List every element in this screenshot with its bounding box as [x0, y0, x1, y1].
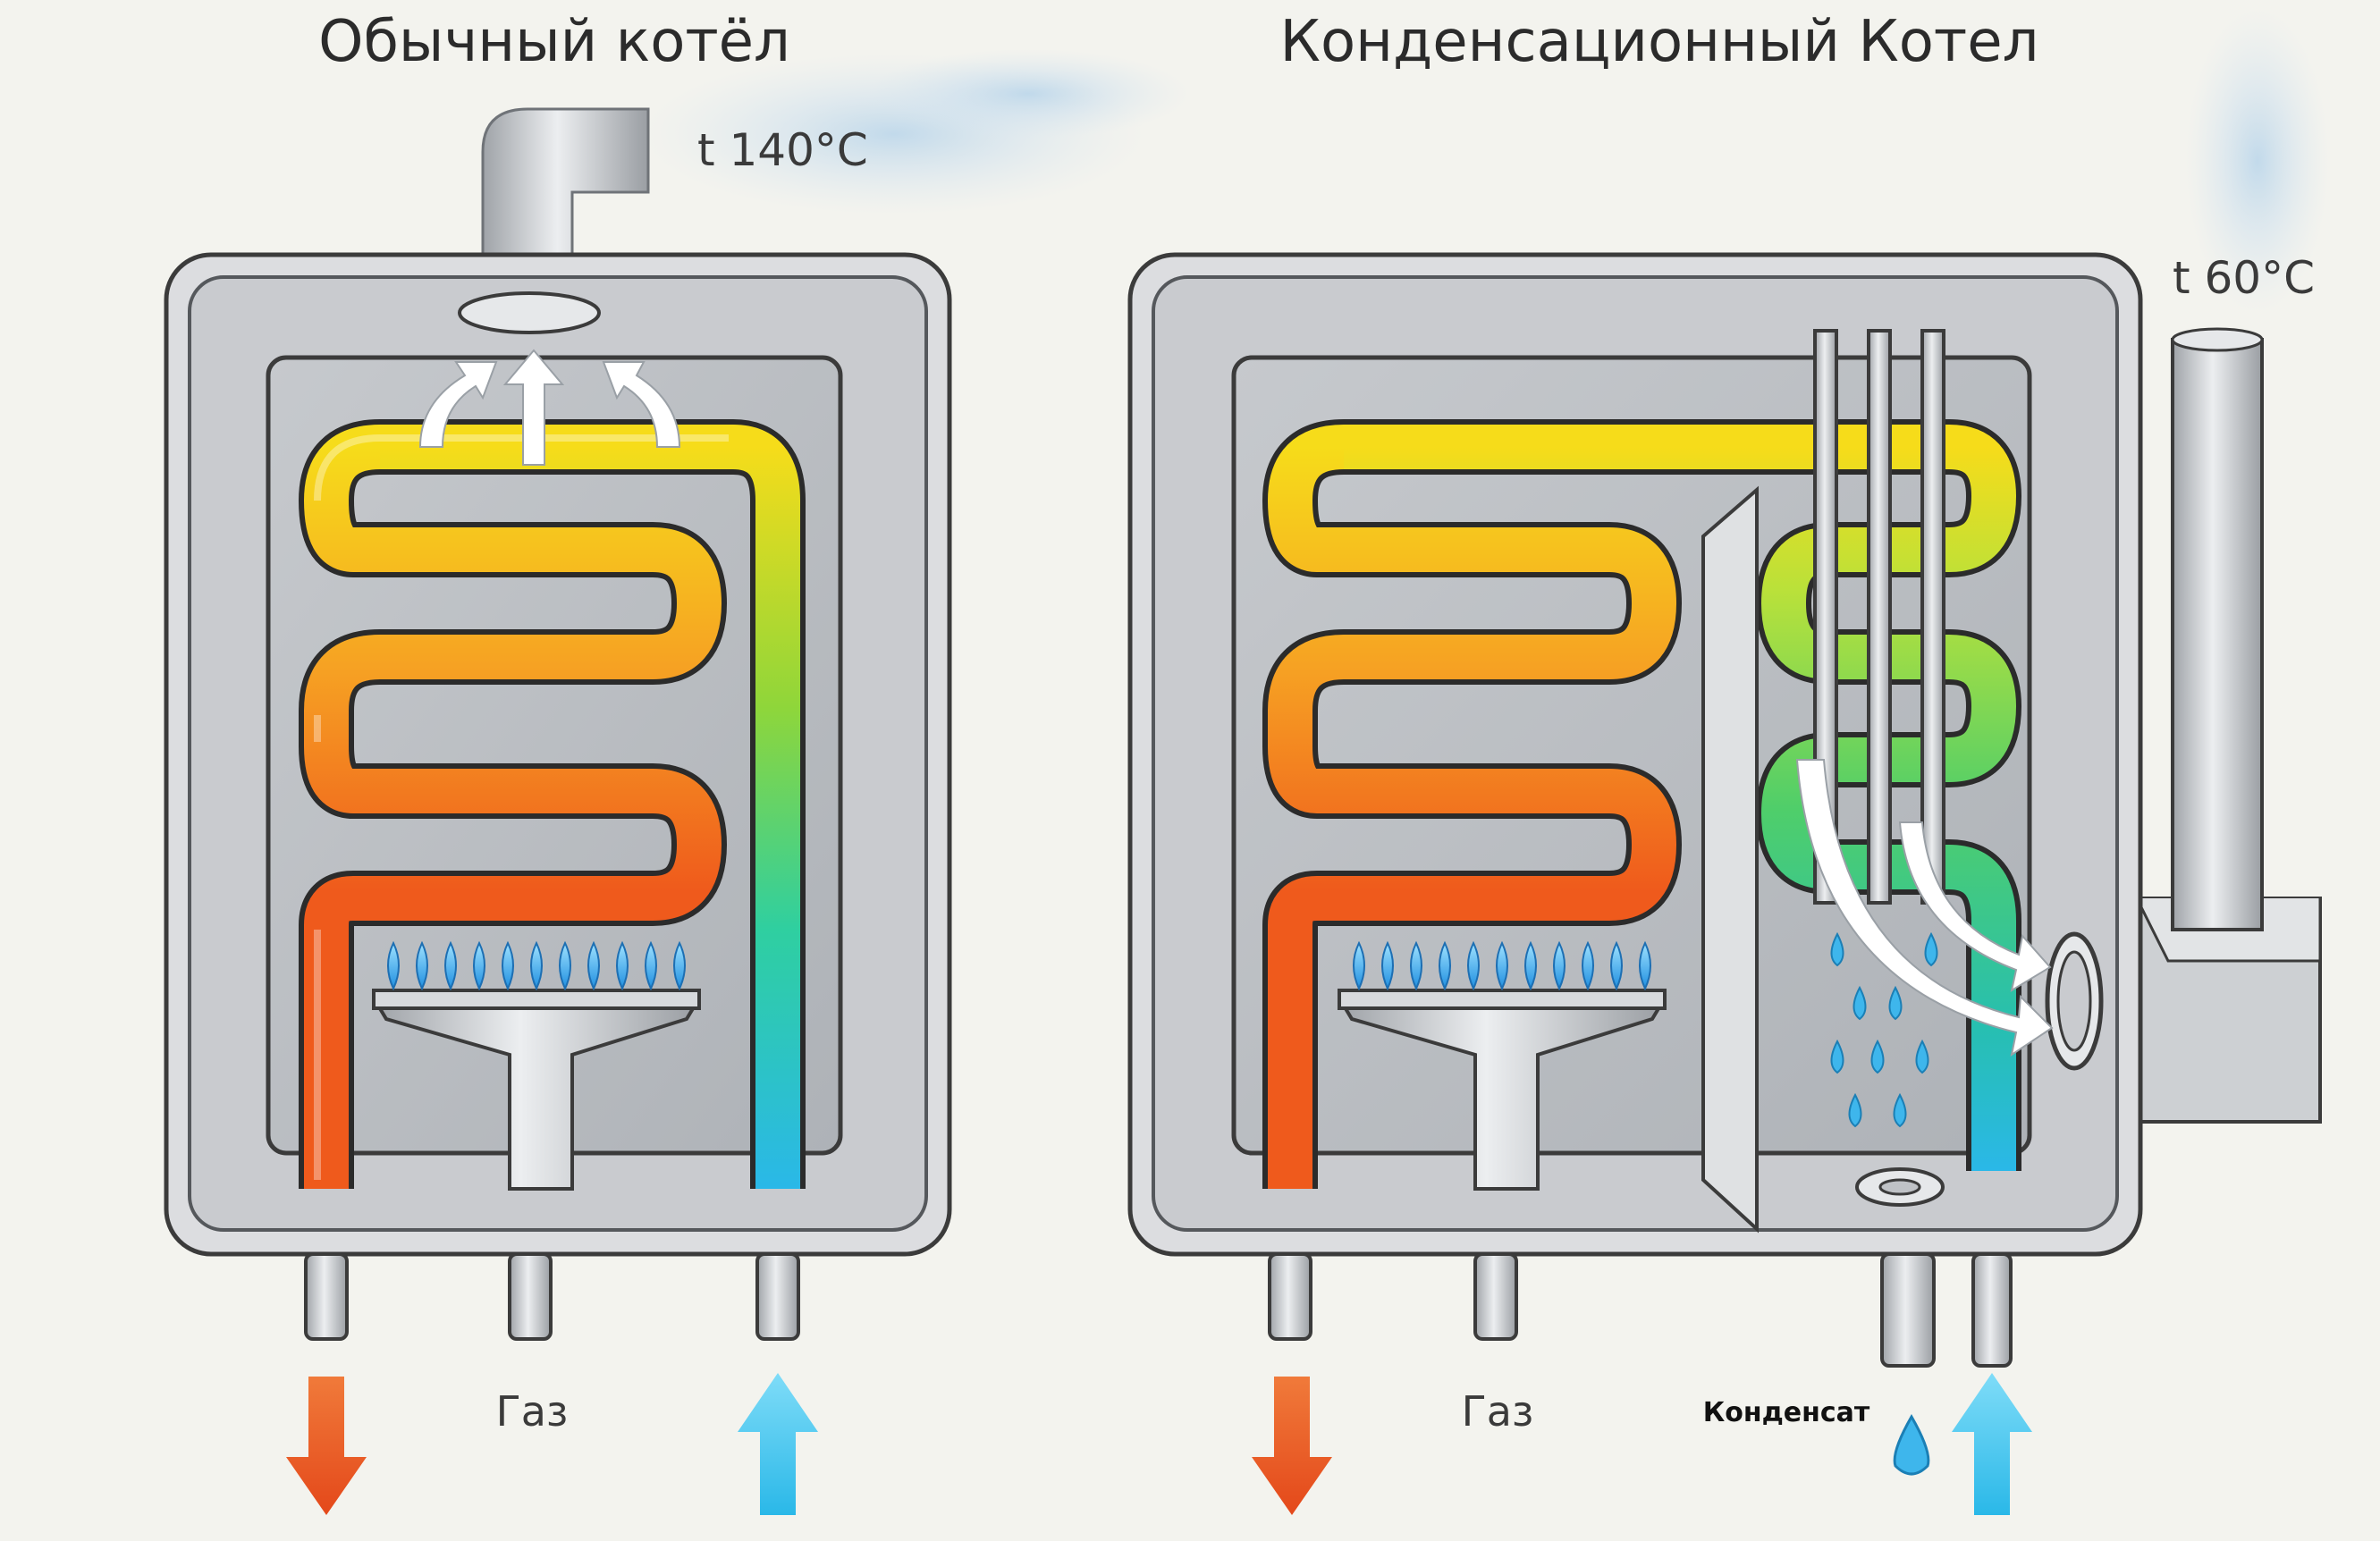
hot-water-out-arrow-icon: [1252, 1377, 1332, 1515]
flue-tube: [1920, 329, 1945, 905]
hot-water-outlet-pipe: [1268, 1252, 1312, 1341]
flue-tube: [1867, 329, 1892, 905]
hot-coil-icon: [1268, 425, 1676, 1189]
burner-flames-icon: [387, 940, 686, 991]
gas-inlet-pipe: [508, 1252, 553, 1341]
steam-plume-icon: [2186, 9, 2329, 313]
gas-inlet-pipe: [1473, 1252, 1518, 1341]
condensate-drops-icon: [1830, 931, 1938, 1128]
hot-water-out-arrow-icon: [286, 1377, 367, 1515]
conventional-gas-label: Газ: [496, 1387, 569, 1436]
conventional-boiler-title: Обычный котёл: [318, 9, 790, 75]
cold-water-in-arrow-icon: [1952, 1373, 2032, 1515]
hot-air-arrows-icon: [418, 349, 681, 466]
cold-water-in-arrow-icon: [738, 1373, 818, 1515]
hot-water-outlet-pipe: [304, 1252, 349, 1341]
flue-gas-arrows-icon: [1795, 759, 2054, 1057]
condensing-boiler-title: Конденсационный Котел: [1280, 9, 2039, 75]
cold-water-inlet-pipe: [1971, 1252, 2013, 1368]
divider-panel: [1701, 485, 1759, 1234]
flue-elbow-icon: [481, 107, 650, 257]
condensing-exhaust-temp: t 60°C: [2173, 252, 2315, 304]
chimney-pipe: [2171, 338, 2264, 931]
condensing-coil-icon: [1344, 425, 2016, 1171]
hot-coil-icon: [304, 425, 722, 1189]
condensate-drain-pipe: [1880, 1252, 1936, 1368]
conventional-exhaust-temp: t 140°C: [697, 124, 868, 176]
exhaust-opening-icon: [458, 291, 601, 334]
condensing-gas-label: Газ: [1462, 1387, 1534, 1436]
burner-flames-icon: [1353, 940, 1651, 991]
condensate-label: Конденсат: [1703, 1397, 1870, 1428]
condensing-boiler: [1127, 9, 2329, 1515]
condensate-drop-icon: [1893, 1413, 1930, 1476]
return-pipe-icon: [380, 425, 800, 1189]
conventional-boiler: [164, 49, 1189, 1515]
cold-water-inlet-pipe: [755, 1252, 800, 1341]
steam-wisp-icon: [867, 49, 1189, 139]
